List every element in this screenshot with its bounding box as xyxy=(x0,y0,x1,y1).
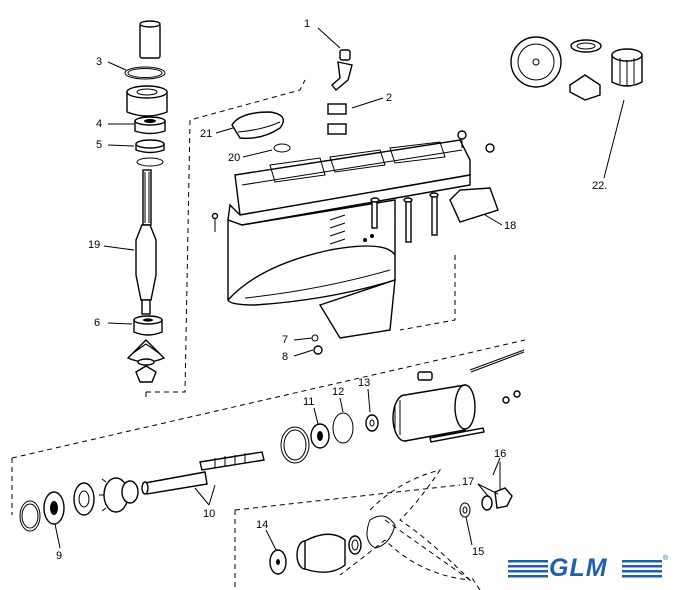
gearcase-housing xyxy=(211,130,495,339)
callout-19: 19 xyxy=(88,239,101,251)
callout-17: 17 xyxy=(462,476,475,488)
callout-20: 20 xyxy=(228,152,241,164)
pinion-nut xyxy=(135,365,157,383)
anode-18 xyxy=(449,187,499,223)
shift-parts xyxy=(327,49,353,135)
registered-mark: ® xyxy=(663,555,669,562)
callout-11: 11 xyxy=(303,396,315,408)
part-1 xyxy=(339,49,351,61)
dashed-outlines xyxy=(11,79,526,590)
glm-logo xyxy=(508,560,662,578)
propshaft-assembly xyxy=(19,349,525,532)
callout-13: 13 xyxy=(358,377,371,389)
washer-15 xyxy=(459,502,471,518)
callout-7: 7 xyxy=(282,334,289,346)
washer-7 xyxy=(311,334,319,342)
callout-22: 22. xyxy=(592,180,608,192)
part-2 xyxy=(327,103,347,115)
callout-10: 10 xyxy=(203,508,216,520)
callout-21: 21 xyxy=(200,128,213,140)
skeg xyxy=(318,278,396,339)
kit-22 xyxy=(510,36,643,101)
upper-sleeve xyxy=(139,23,161,59)
callout-2: 2 xyxy=(386,92,393,104)
hub xyxy=(304,533,346,573)
callout-15: 15 xyxy=(472,546,485,558)
callout-8: 8 xyxy=(282,351,289,363)
propeller-group xyxy=(269,457,513,581)
callout-1: 1 xyxy=(304,18,311,30)
cover-parts xyxy=(231,111,291,153)
callout-5: 5 xyxy=(96,139,103,151)
driveshaft-stack xyxy=(124,20,168,383)
callout-12: 12 xyxy=(332,386,345,398)
callout-3: 3 xyxy=(96,56,103,68)
bearing-housing xyxy=(126,91,168,117)
callout-18: 18 xyxy=(504,220,517,232)
o-ring-3 xyxy=(124,66,166,80)
callout-6: 6 xyxy=(94,317,101,329)
leader-lines xyxy=(54,27,625,551)
torpedo-section xyxy=(227,245,396,306)
callout-14: 14 xyxy=(256,519,269,531)
seal-20 xyxy=(273,143,291,153)
glm-logo-text: GLM xyxy=(549,554,608,582)
callout-16: 16 xyxy=(494,448,507,460)
callout-4: 4 xyxy=(96,118,103,130)
callout-9: 9 xyxy=(56,550,63,562)
screw-8 xyxy=(313,345,323,355)
cover-21 xyxy=(231,111,284,139)
prop-nut-16 xyxy=(494,487,513,509)
water-intake xyxy=(329,214,346,245)
driveshaft-19 xyxy=(142,169,152,226)
